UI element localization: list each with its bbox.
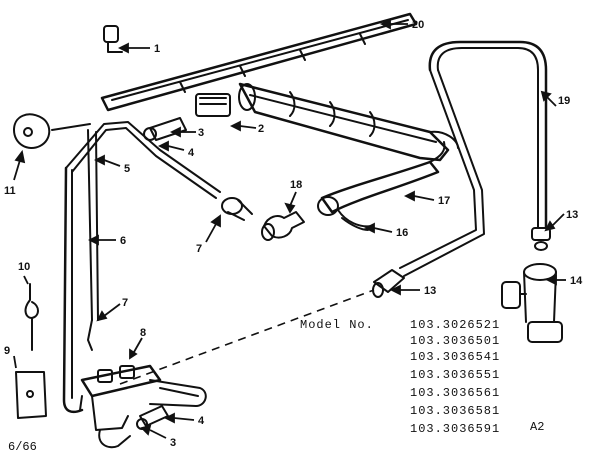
callout-1: 1 xyxy=(154,43,160,55)
model-number: 103.3036541 xyxy=(410,350,501,364)
leader-arrows xyxy=(13,18,566,439)
burner-tube xyxy=(317,141,446,216)
pilot-tube-right xyxy=(399,40,548,277)
callout-6: 6 xyxy=(120,235,126,247)
dashed-connection-line xyxy=(119,289,375,385)
date-code: 6/66 xyxy=(8,440,37,454)
callout-3-lower: 3 xyxy=(170,437,176,449)
callout-10: 10 xyxy=(18,261,30,273)
callout-7-lower: 7 xyxy=(122,297,128,309)
ignitor xyxy=(13,113,91,149)
compression-fitting-lower xyxy=(98,405,169,449)
mounting-bracket xyxy=(15,371,47,419)
model-number: 103.3036591 xyxy=(410,422,501,436)
callout-2: 2 xyxy=(258,123,264,135)
valve-manifold xyxy=(79,364,207,431)
model-number: 103.3036561 xyxy=(410,386,501,400)
model-number: 103.3036581 xyxy=(410,404,501,418)
callout-20: 20 xyxy=(412,19,424,31)
model-number: 103.3036501 xyxy=(410,334,501,348)
callout-5: 5 xyxy=(124,163,130,175)
model-label: Model No. xyxy=(300,318,374,332)
elbow-fitting xyxy=(261,211,305,241)
manifold-bar xyxy=(100,12,418,112)
small-clip xyxy=(103,25,123,53)
callout-18: 18 xyxy=(290,179,302,191)
fitting-upper xyxy=(531,227,551,251)
callout-7-upper: 7 xyxy=(196,243,202,255)
callout-9: 9 xyxy=(4,345,10,357)
safety-valve xyxy=(501,263,563,343)
callout-11: 11 xyxy=(4,185,16,197)
callout-17: 17 xyxy=(438,195,450,207)
callout-14: 14 xyxy=(570,275,583,287)
callout-16: 16 xyxy=(396,227,408,239)
gas-tubing-left xyxy=(62,121,221,414)
callout-13-upper: 13 xyxy=(566,209,578,221)
orifice-block xyxy=(195,93,231,117)
callout-4-upper: 4 xyxy=(188,147,195,159)
orifice-upper xyxy=(221,197,253,221)
callout-3-upper: 3 xyxy=(198,127,204,139)
burner-body xyxy=(238,82,459,162)
callout-4-lower: 4 xyxy=(198,415,205,427)
callout-8: 8 xyxy=(140,327,146,339)
model-number: 103.3036551 xyxy=(410,368,501,382)
model-number: 103.3026521 xyxy=(410,318,501,332)
revision-code: A2 xyxy=(530,420,545,434)
spring-clip xyxy=(24,283,39,351)
compression-fitting-upper xyxy=(143,117,187,141)
callout-19: 19 xyxy=(558,95,570,107)
callout-13-lower: 13 xyxy=(424,285,436,297)
